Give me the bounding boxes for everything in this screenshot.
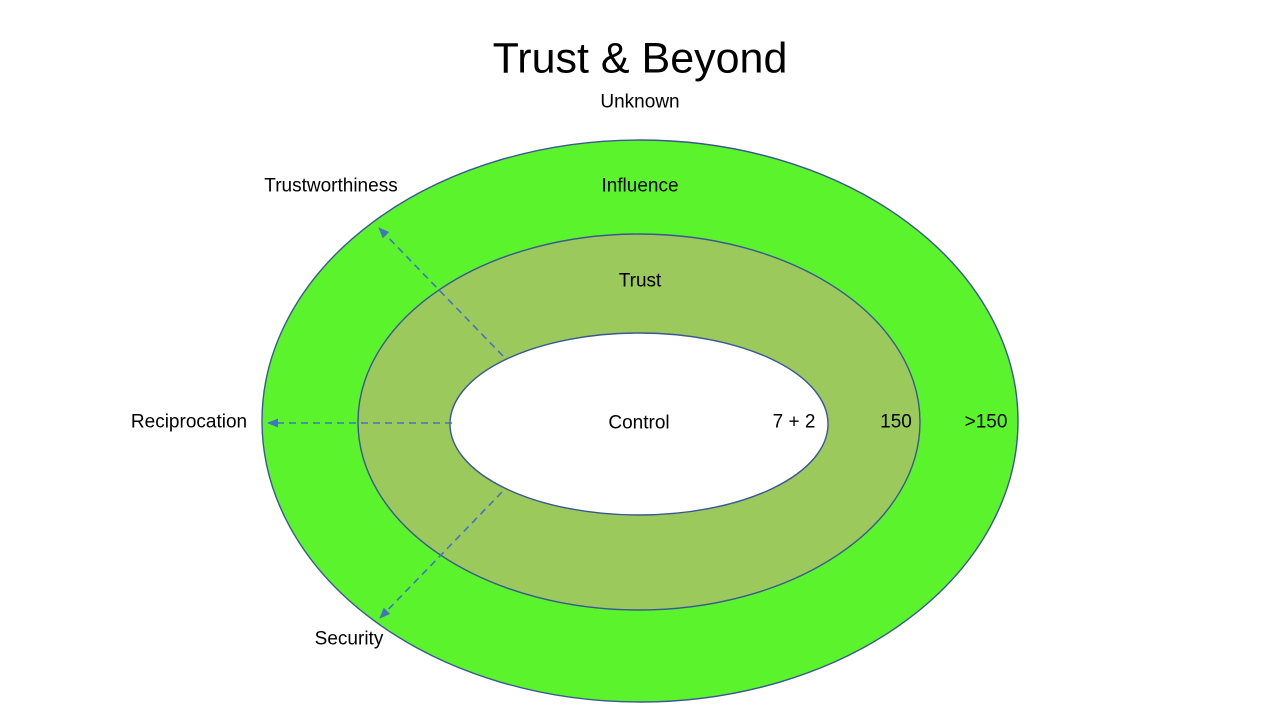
ring-value-control: 7 + 2	[772, 411, 816, 433]
ring-value-trust: 150	[880, 411, 912, 433]
ring-label-trust: Trust	[618, 270, 662, 292]
ring-label-control: Control	[608, 412, 670, 434]
trustworthiness-arrow	[378, 227, 504, 357]
outside-region-label: Unknown	[600, 91, 680, 113]
callout-label-security: Security	[314, 628, 384, 650]
ring-value-influence: >150	[964, 411, 1008, 433]
slide-title: Trust & Beyond	[492, 34, 788, 83]
callout-label-reciprocation: Reciprocation	[130, 411, 248, 433]
ring-label-influence: Influence	[601, 175, 679, 197]
control-ellipse	[449, 332, 829, 516]
security-arrow	[379, 491, 503, 619]
callout-label-trustworthiness: Trustworthiness	[264, 175, 398, 197]
